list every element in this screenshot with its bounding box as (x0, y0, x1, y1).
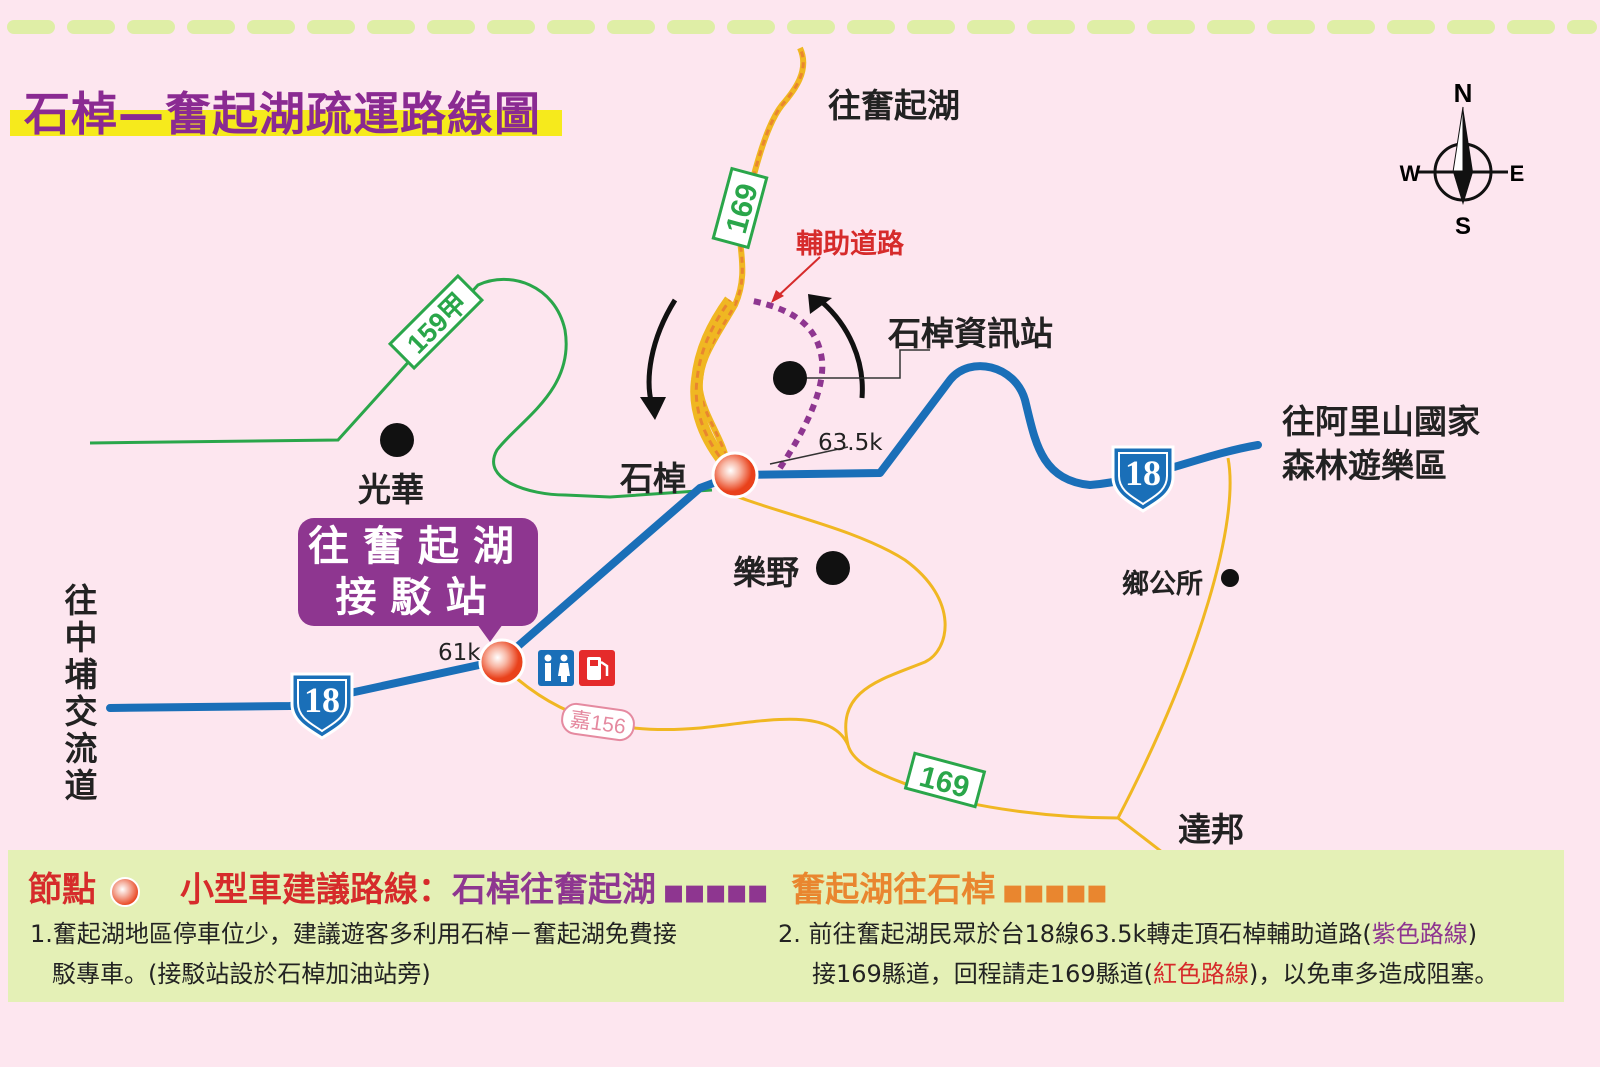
road-156 (503, 666, 850, 746)
label-leye: 樂野 (733, 553, 799, 592)
legend-note-2: 2. 前往奮起湖民眾於台18線63.5k轉走頂石棹輔助道路(紫色路線) 接169… (778, 914, 1498, 994)
label-aux-road: 輔助道路 (796, 229, 904, 260)
gas-station-icon (579, 650, 615, 686)
restroom-icon (538, 650, 574, 686)
note2-line2: 接169縣道，回程請走169縣道(紅色路線)，以免車多造成阻塞。 (778, 954, 1498, 994)
legend-purple-dots: ▪▪▪▪▪ (662, 871, 769, 912)
legend-header-row: 節點小型車建議路線：石棹往奮起湖▪▪▪▪▪奮起湖往石棹▪▪▪▪▪ (28, 862, 1108, 912)
label-township-office: 鄉公所 (1122, 569, 1203, 600)
map-title: 石棹—奮起湖疏運路線圖 (24, 87, 541, 141)
label-guanghua: 光華 (358, 470, 424, 509)
route-18 (106, 362, 1262, 712)
shuttle-line-2: 接駁站 (335, 573, 501, 621)
map-title-block: 石棹—奮起湖疏運路線圖 (10, 86, 562, 142)
note2-text-d: )，以免車多造成阻塞。 (1248, 960, 1499, 988)
arrow-counterclockwise (646, 298, 678, 406)
shield-159a: 159甲 (387, 273, 485, 371)
shield-18-east: 18 (1111, 445, 1175, 513)
legend-to-shizhuo: 奮起湖往石棹 (791, 870, 996, 910)
road-169-east (1116, 457, 1232, 854)
svg-text:N: N (1454, 78, 1473, 108)
arrow-clockwise (820, 300, 865, 399)
road-159a (89, 277, 713, 499)
compass-icon: N S W E (1400, 78, 1525, 240)
arrow-head-down (640, 397, 666, 420)
svg-text:S: S (1455, 213, 1471, 240)
note2-red-route: 紅色路線 (1152, 960, 1249, 988)
shield-169-south: 169 (903, 751, 987, 809)
label-km-63-5: 63.5k (818, 430, 883, 456)
legend-note-1: 1.奮起湖地區停車位少，建議遊客多利用石棹－奮起湖免費接 駁專車。(接駁站設於石… (30, 914, 677, 994)
legend-node-label: 節點 (28, 870, 96, 910)
legend-to-fenqihu: 石棹往奮起湖 (452, 870, 656, 910)
note1-line1: 1.奮起湖地區停車位少，建議遊客多利用石棹－奮起湖免費接 (30, 920, 677, 948)
note2-text-c: 接169縣道，回程請走169縣道( (812, 960, 1153, 988)
note1-line2: 駁專車。(接駁站設於石棹加油站旁) (52, 960, 431, 988)
shuttle-line-1: 往奮起湖 (308, 522, 528, 570)
legend-route-label: 小型車建議路線： (180, 870, 452, 910)
label-to-zhongpu: 往中埔交流道 (64, 581, 98, 805)
svg-text:W: W (1400, 161, 1421, 186)
note2-purple-route: 紫色路線 (1371, 920, 1468, 948)
shield-18-west: 18 (290, 672, 354, 740)
node-icon (478, 638, 526, 686)
shield-18-east-text: 18 (1125, 453, 1161, 493)
note2-text-a: 2. 前往奮起湖民眾於台18線63.5k轉走頂石棹輔助道路( (778, 920, 1372, 948)
svg-text:E: E (1510, 161, 1525, 186)
shield-169-top: 169 (711, 166, 769, 250)
note2-text-b: ) (1467, 920, 1478, 948)
label-info-station: 石棹資訊站 (888, 314, 1053, 353)
guanghua-dot (380, 423, 414, 457)
label-km-61: 61k (438, 640, 481, 666)
road-169-north (696, 46, 807, 469)
label-alishan-2: 森林遊樂區 (1282, 446, 1447, 485)
shield-156: 嘉156 (561, 702, 635, 742)
shuttle-callout-tip (477, 624, 503, 642)
label-to-fenqihu: 往奮起湖 (828, 86, 960, 125)
info-station-dot (773, 361, 807, 395)
title-highlight-bar (10, 110, 562, 136)
info-leader-line (793, 349, 930, 379)
node-icon (711, 451, 759, 499)
note2-line1: 2. 前往奮起湖民眾於台18線63.5k轉走頂石棹輔助道路(紫色路線) (778, 914, 1498, 954)
township-dot (1221, 569, 1239, 587)
node-icon (110, 876, 140, 907)
label-alishan-1: 往阿里山國家 (1282, 402, 1480, 441)
legend-orange-dots: ▪▪▪▪▪ (1001, 871, 1108, 912)
shield-18-west-text: 18 (304, 680, 340, 720)
km635-leader-line (769, 446, 849, 465)
label-dabang: 達邦 (1178, 810, 1244, 849)
aux-road-purple (747, 297, 826, 470)
shuttle-station-callout: 往奮起湖 接駁站 (298, 518, 538, 626)
label-shizhuo: 石棹 (620, 459, 686, 498)
arrow-head-up (808, 294, 832, 314)
legend-panel: 節點小型車建議路線：石棹往奮起湖▪▪▪▪▪奮起湖往石棹▪▪▪▪▪ 1.奮起湖地區… (8, 850, 1564, 1002)
leye-dot (816, 551, 850, 585)
